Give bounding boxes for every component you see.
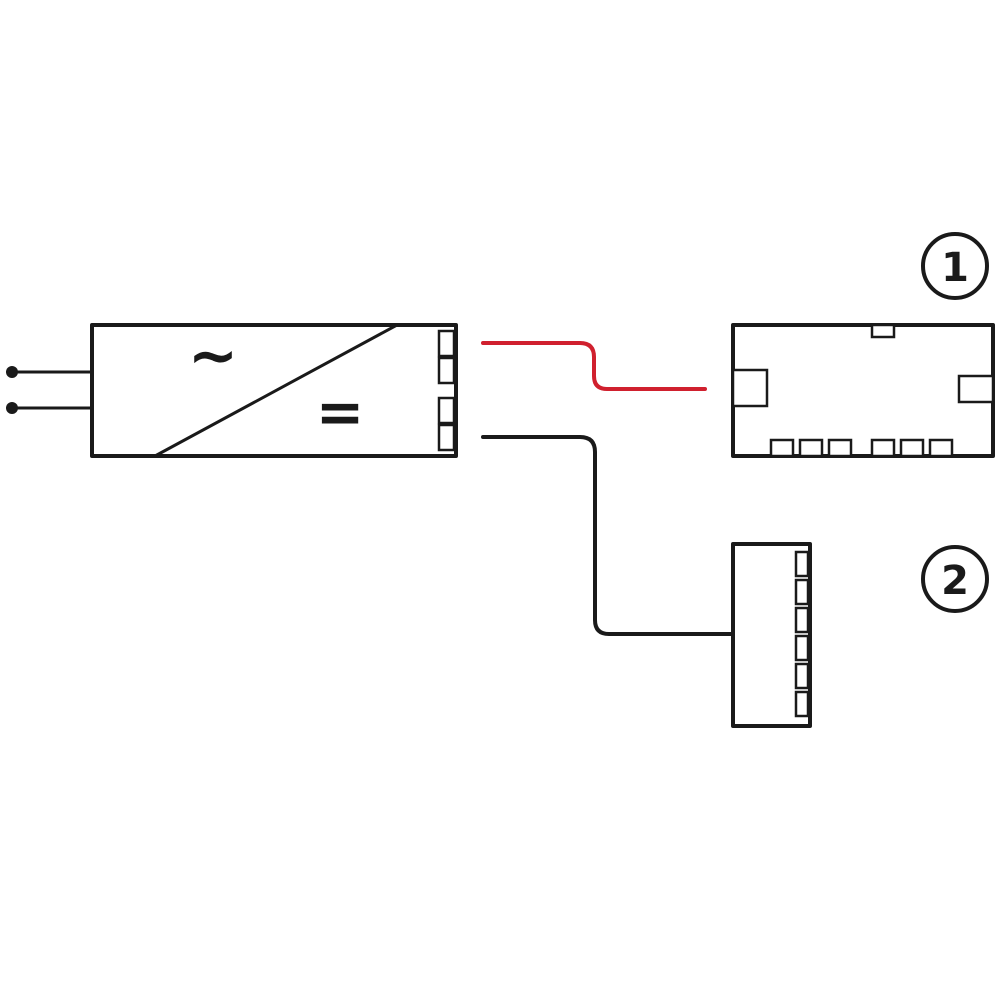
converter-output-sockets [437,329,456,452]
callout-2-number: 2 [941,558,969,604]
lead-terminal-2 [6,402,18,414]
distributor-1-sockets [769,438,954,458]
distributor-2 [731,542,812,728]
distributor-2-sockets [794,550,810,718]
callout-2: 2 [921,545,989,613]
ac-symbol: ~ [188,321,238,391]
dc-symbol: = [316,378,365,446]
callout-1-number: 1 [941,245,969,291]
distributor-1 [731,323,995,458]
black-cable [481,435,735,636]
callout-1: 1 [921,232,989,300]
ac-dc-converter: ~ = [90,321,458,458]
red-cable [481,341,707,391]
mains-input-leads [6,366,94,414]
lead-terminal-1 [6,366,18,378]
